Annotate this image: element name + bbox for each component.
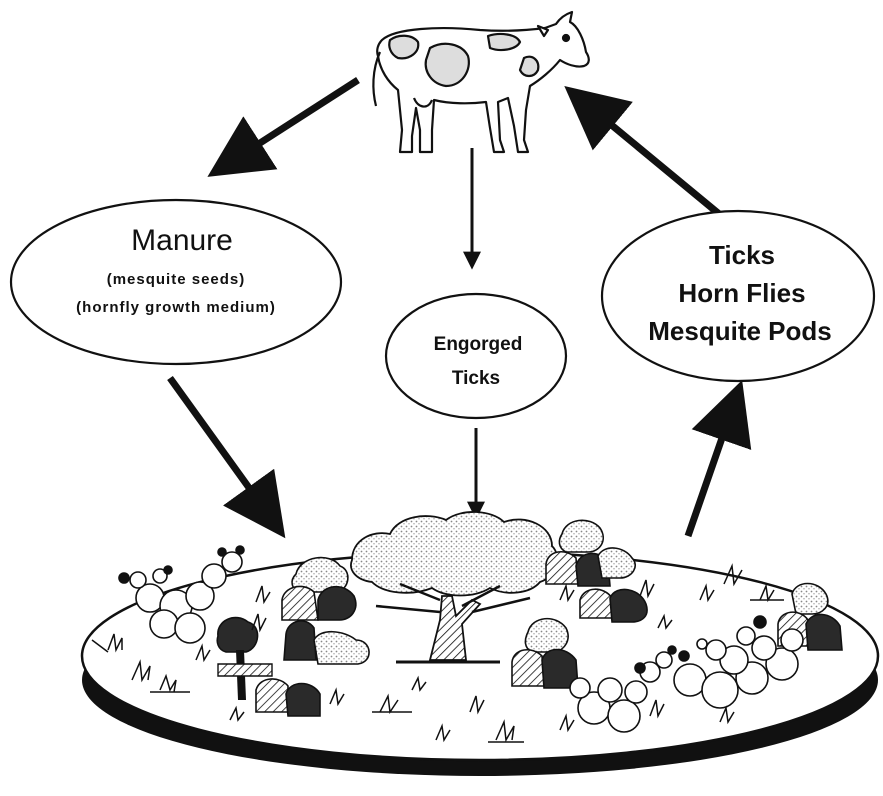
cow-icon: [373, 12, 588, 152]
arrow-inputs-to-cow: [574, 94, 724, 218]
inputs-line-2: Horn Flies: [678, 278, 805, 308]
manure-node: Manure (mesquite seeds) (hornfly growth …: [11, 200, 341, 364]
engorged-ticks-node: Engorged Ticks: [386, 294, 566, 418]
manure-title: Manure: [131, 224, 233, 257]
arrow-manure-to-pasture: [170, 378, 278, 528]
manure-line-2: (hornfly growth medium): [76, 299, 276, 316]
inputs-line-1: Ticks: [709, 240, 775, 270]
arrow-cow-to-manure: [218, 80, 358, 170]
manure-line-1: (mesquite seeds): [107, 271, 246, 288]
pasture-ecosystem-icon: [82, 512, 878, 776]
engorged-line-2: Ticks: [452, 368, 500, 389]
arrow-pasture-to-inputs: [688, 392, 738, 536]
inputs-line-3: Mesquite Pods: [648, 316, 831, 346]
inputs-node: Ticks Horn Flies Mesquite Pods: [602, 211, 874, 381]
engorged-line-1: Engorged: [434, 334, 523, 355]
